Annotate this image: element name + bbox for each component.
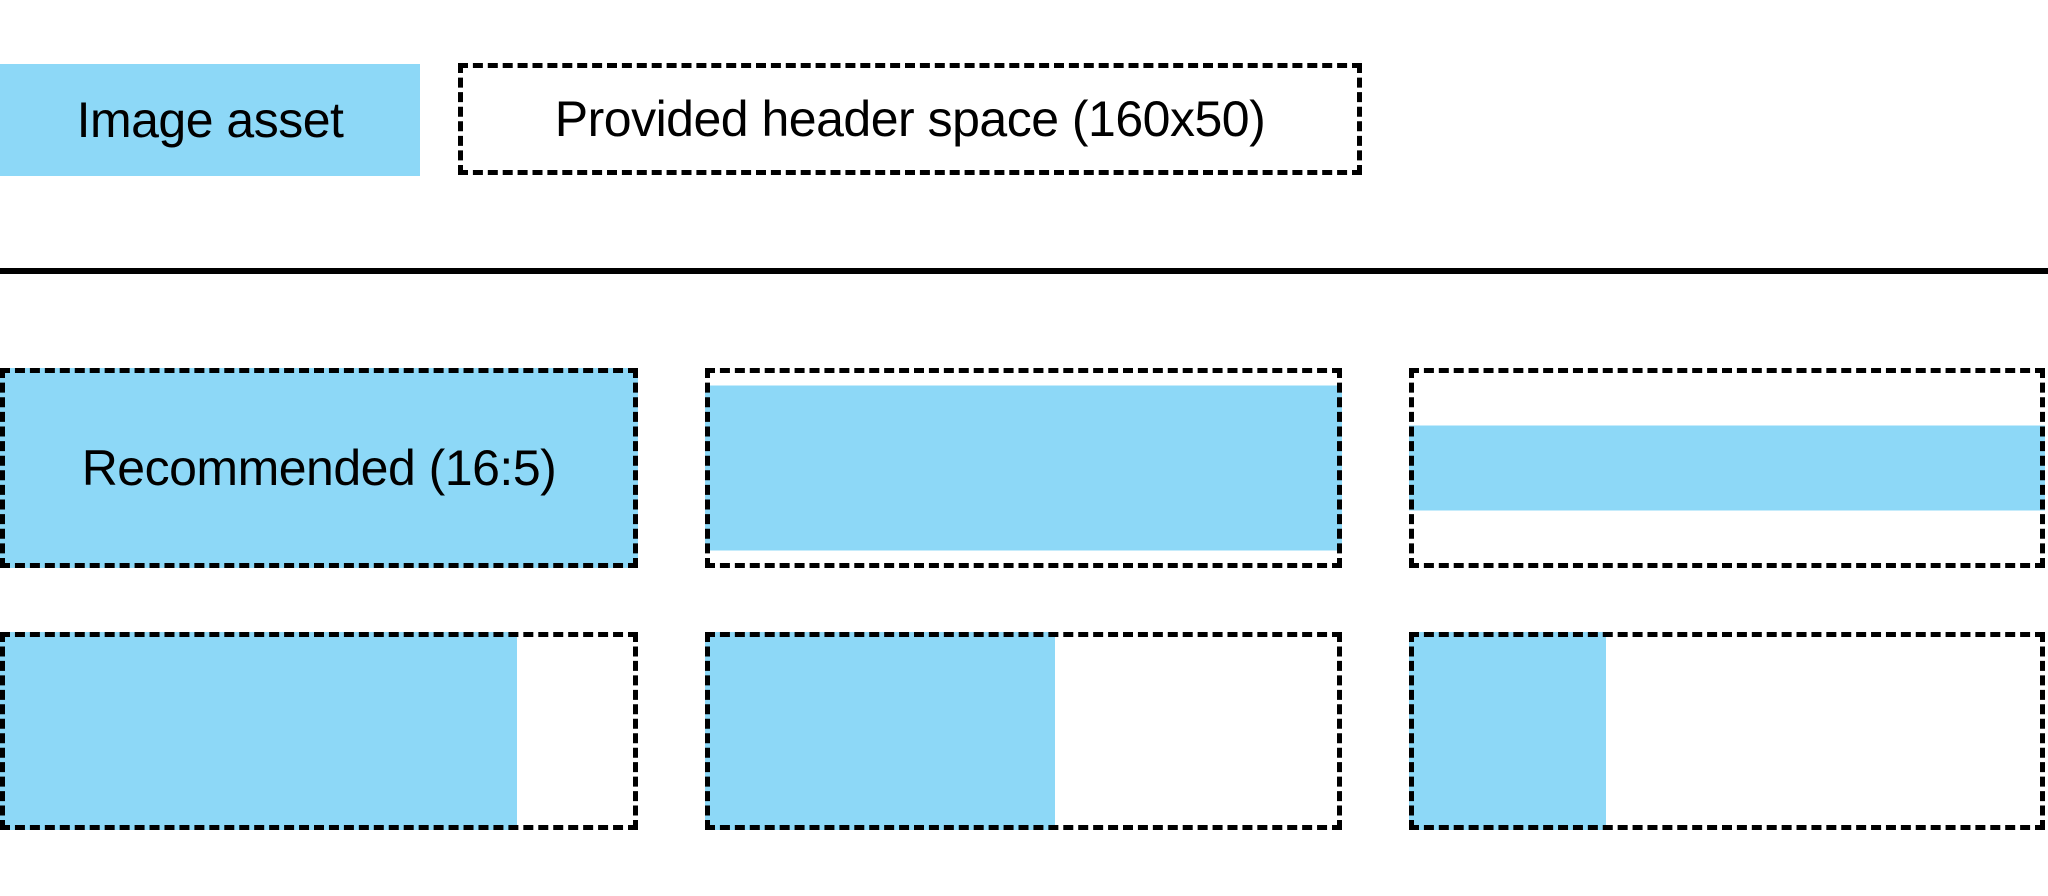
legend-header-space-label: Provided header space (160x50) — [554, 91, 1266, 147]
legend-header-space-box: Provided header space (160x50) — [458, 63, 1362, 175]
example-box-tallest — [1409, 632, 2045, 830]
example-box-recommended: Recommended (16:5) — [0, 368, 638, 568]
image-asset-fill — [705, 385, 1342, 551]
example-box-wide — [705, 368, 1342, 568]
image-asset-fill — [1409, 425, 2045, 511]
legend-image-asset-label: Image asset — [76, 92, 344, 148]
image-asset-fill — [705, 632, 1056, 830]
image-asset-fill — [0, 368, 638, 568]
recommended-label: Recommended (16:5) — [81, 440, 557, 496]
example-box-tall — [0, 632, 638, 830]
recommended-label-layer: Recommended (16:5) — [0, 368, 638, 568]
legend-image-asset-swatch: Image asset — [0, 64, 420, 176]
image-asset-fill — [1409, 632, 1607, 830]
example-box-wider — [1409, 368, 2045, 568]
section-divider — [0, 268, 2048, 274]
example-box-taller — [705, 632, 1342, 830]
image-asset-fill — [0, 632, 517, 830]
